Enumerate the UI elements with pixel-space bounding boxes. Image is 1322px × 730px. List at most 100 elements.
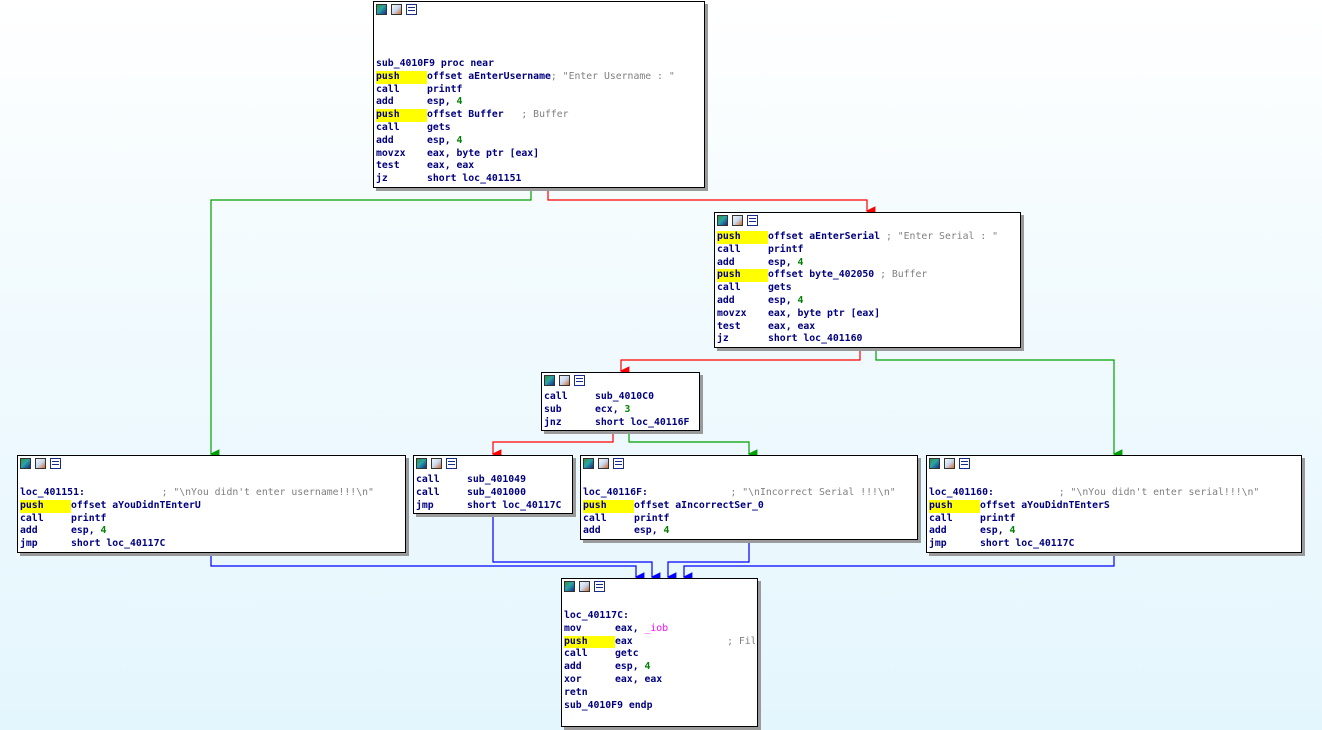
node-titlebar[interactable] bbox=[374, 2, 704, 18]
asm-operand[interactable]: sub_401049 bbox=[467, 474, 526, 485]
asm-mnemonic[interactable]: call bbox=[416, 486, 440, 498]
asm-operand[interactable]: esp, bbox=[71, 525, 101, 537]
asm-operand[interactable]: short loc_40117C bbox=[71, 538, 166, 550]
asm-operand[interactable]: offset aEnterSerial bbox=[768, 231, 886, 242]
asm-line[interactable]: retn bbox=[564, 687, 755, 700]
asm-operand[interactable]: eax bbox=[615, 635, 728, 647]
node-titlebar[interactable] bbox=[927, 456, 1301, 472]
graph-node-loc-40116f[interactable]: loc_40116F: ; "\nIncorrect Serial !!!\n"… bbox=[580, 455, 918, 540]
asm-operand[interactable]: short loc_40117C bbox=[980, 538, 1075, 550]
asm-operand[interactable]: short loc_40116F bbox=[595, 416, 690, 428]
node-color-icon[interactable] bbox=[20, 458, 31, 469]
node-rename-icon[interactable] bbox=[559, 375, 570, 386]
node-code[interactable]: loc_401160: ; "\nYou didn't enter serial… bbox=[929, 487, 1299, 551]
node-rename-icon[interactable] bbox=[944, 458, 955, 469]
asm-line[interactable]: loc_401160: ; "\nYou didn't enter serial… bbox=[929, 487, 1299, 500]
asm-mnemonic[interactable]: jnz bbox=[544, 416, 562, 428]
node-list-icon[interactable] bbox=[574, 375, 585, 386]
node-list-icon[interactable] bbox=[959, 458, 970, 469]
node-titlebar[interactable] bbox=[542, 373, 699, 389]
asm-operand[interactable]: printf bbox=[634, 512, 670, 524]
asm-operand[interactable]: printf bbox=[427, 83, 463, 95]
asm-mnemonic[interactable]: push bbox=[564, 635, 615, 649]
node-titlebar[interactable] bbox=[18, 456, 405, 472]
node-rename-icon[interactable] bbox=[732, 215, 743, 226]
asm-operand[interactable]: offset Buffer bbox=[427, 109, 522, 121]
asm-mnemonic[interactable]: test bbox=[376, 160, 400, 172]
asm-operand[interactable]: eax, byte ptr [eax] bbox=[768, 307, 881, 319]
asm-operand[interactable]: short loc_401151 bbox=[427, 173, 522, 185]
asm-operand[interactable]: offset byte_402050 bbox=[768, 269, 881, 281]
asm-operand[interactable]: eax, eax bbox=[768, 320, 816, 332]
asm-line[interactable]: call getc bbox=[564, 648, 755, 661]
asm-line[interactable]: loc_40116F: ; "\nIncorrect Serial !!!\n" bbox=[583, 487, 915, 500]
asm-mnemonic[interactable]: call bbox=[717, 282, 741, 294]
node-titlebar[interactable] bbox=[581, 456, 917, 472]
asm-line[interactable]: sub_4010F9 endp bbox=[564, 700, 755, 713]
asm-line[interactable]: loc_401151: ; "\nYou didn't enter userna… bbox=[20, 487, 403, 500]
node-color-icon[interactable] bbox=[544, 375, 555, 386]
asm-mnemonic[interactable]: push bbox=[20, 499, 71, 513]
node-list-icon[interactable] bbox=[446, 458, 457, 469]
asm-mnemonic[interactable]: push bbox=[376, 109, 427, 122]
asm-line[interactable]: jnz short loc_40116F bbox=[544, 417, 697, 430]
asm-operand[interactable]: offset aIncorrectSer_0 bbox=[634, 499, 764, 511]
asm-operand[interactable]: esp, bbox=[768, 294, 798, 306]
node-titlebar[interactable] bbox=[715, 213, 1020, 229]
asm-mnemonic[interactable]: call bbox=[544, 391, 568, 402]
asm-mnemonic[interactable]: push bbox=[376, 70, 427, 84]
asm-mnemonic[interactable]: call bbox=[583, 512, 607, 524]
node-color-icon[interactable] bbox=[583, 458, 594, 469]
asm-mnemonic[interactable]: call bbox=[564, 648, 588, 660]
node-rename-icon[interactable] bbox=[598, 458, 609, 469]
asm-operand[interactable]: sub_4010C0 bbox=[595, 391, 654, 402]
asm-line[interactable]: call printf bbox=[583, 513, 915, 526]
asm-mnemonic[interactable]: call bbox=[416, 474, 440, 485]
asm-operand[interactable]: eax, eax bbox=[615, 673, 663, 685]
asm-mnemonic[interactable]: add bbox=[717, 294, 735, 306]
asm-operand[interactable]: esp, bbox=[615, 661, 645, 673]
asm-operand[interactable]: short loc_401160 bbox=[768, 333, 863, 345]
node-color-icon[interactable] bbox=[717, 215, 728, 226]
node-code[interactable]: loc_40116F: ; "\nIncorrect Serial !!!\n"… bbox=[583, 487, 915, 538]
node-list-icon[interactable] bbox=[50, 458, 61, 469]
node-color-icon[interactable] bbox=[376, 4, 387, 15]
asm-operand[interactable]: ecx, bbox=[595, 403, 625, 415]
node-rename-icon[interactable] bbox=[35, 458, 46, 469]
asm-operand[interactable]: getc bbox=[615, 648, 639, 660]
node-titlebar[interactable] bbox=[414, 456, 572, 472]
asm-operand[interactable]: gets bbox=[427, 121, 451, 133]
asm-mnemonic[interactable]: push bbox=[717, 231, 768, 244]
asm-line[interactable]: call sub_4010C0 bbox=[544, 391, 697, 404]
graph-node-loc-401160[interactable]: loc_401160: ; "\nYou didn't enter serial… bbox=[926, 455, 1302, 553]
asm-operand[interactable]: esp, bbox=[634, 525, 664, 537]
asm-mnemonic[interactable]: push bbox=[929, 499, 980, 513]
